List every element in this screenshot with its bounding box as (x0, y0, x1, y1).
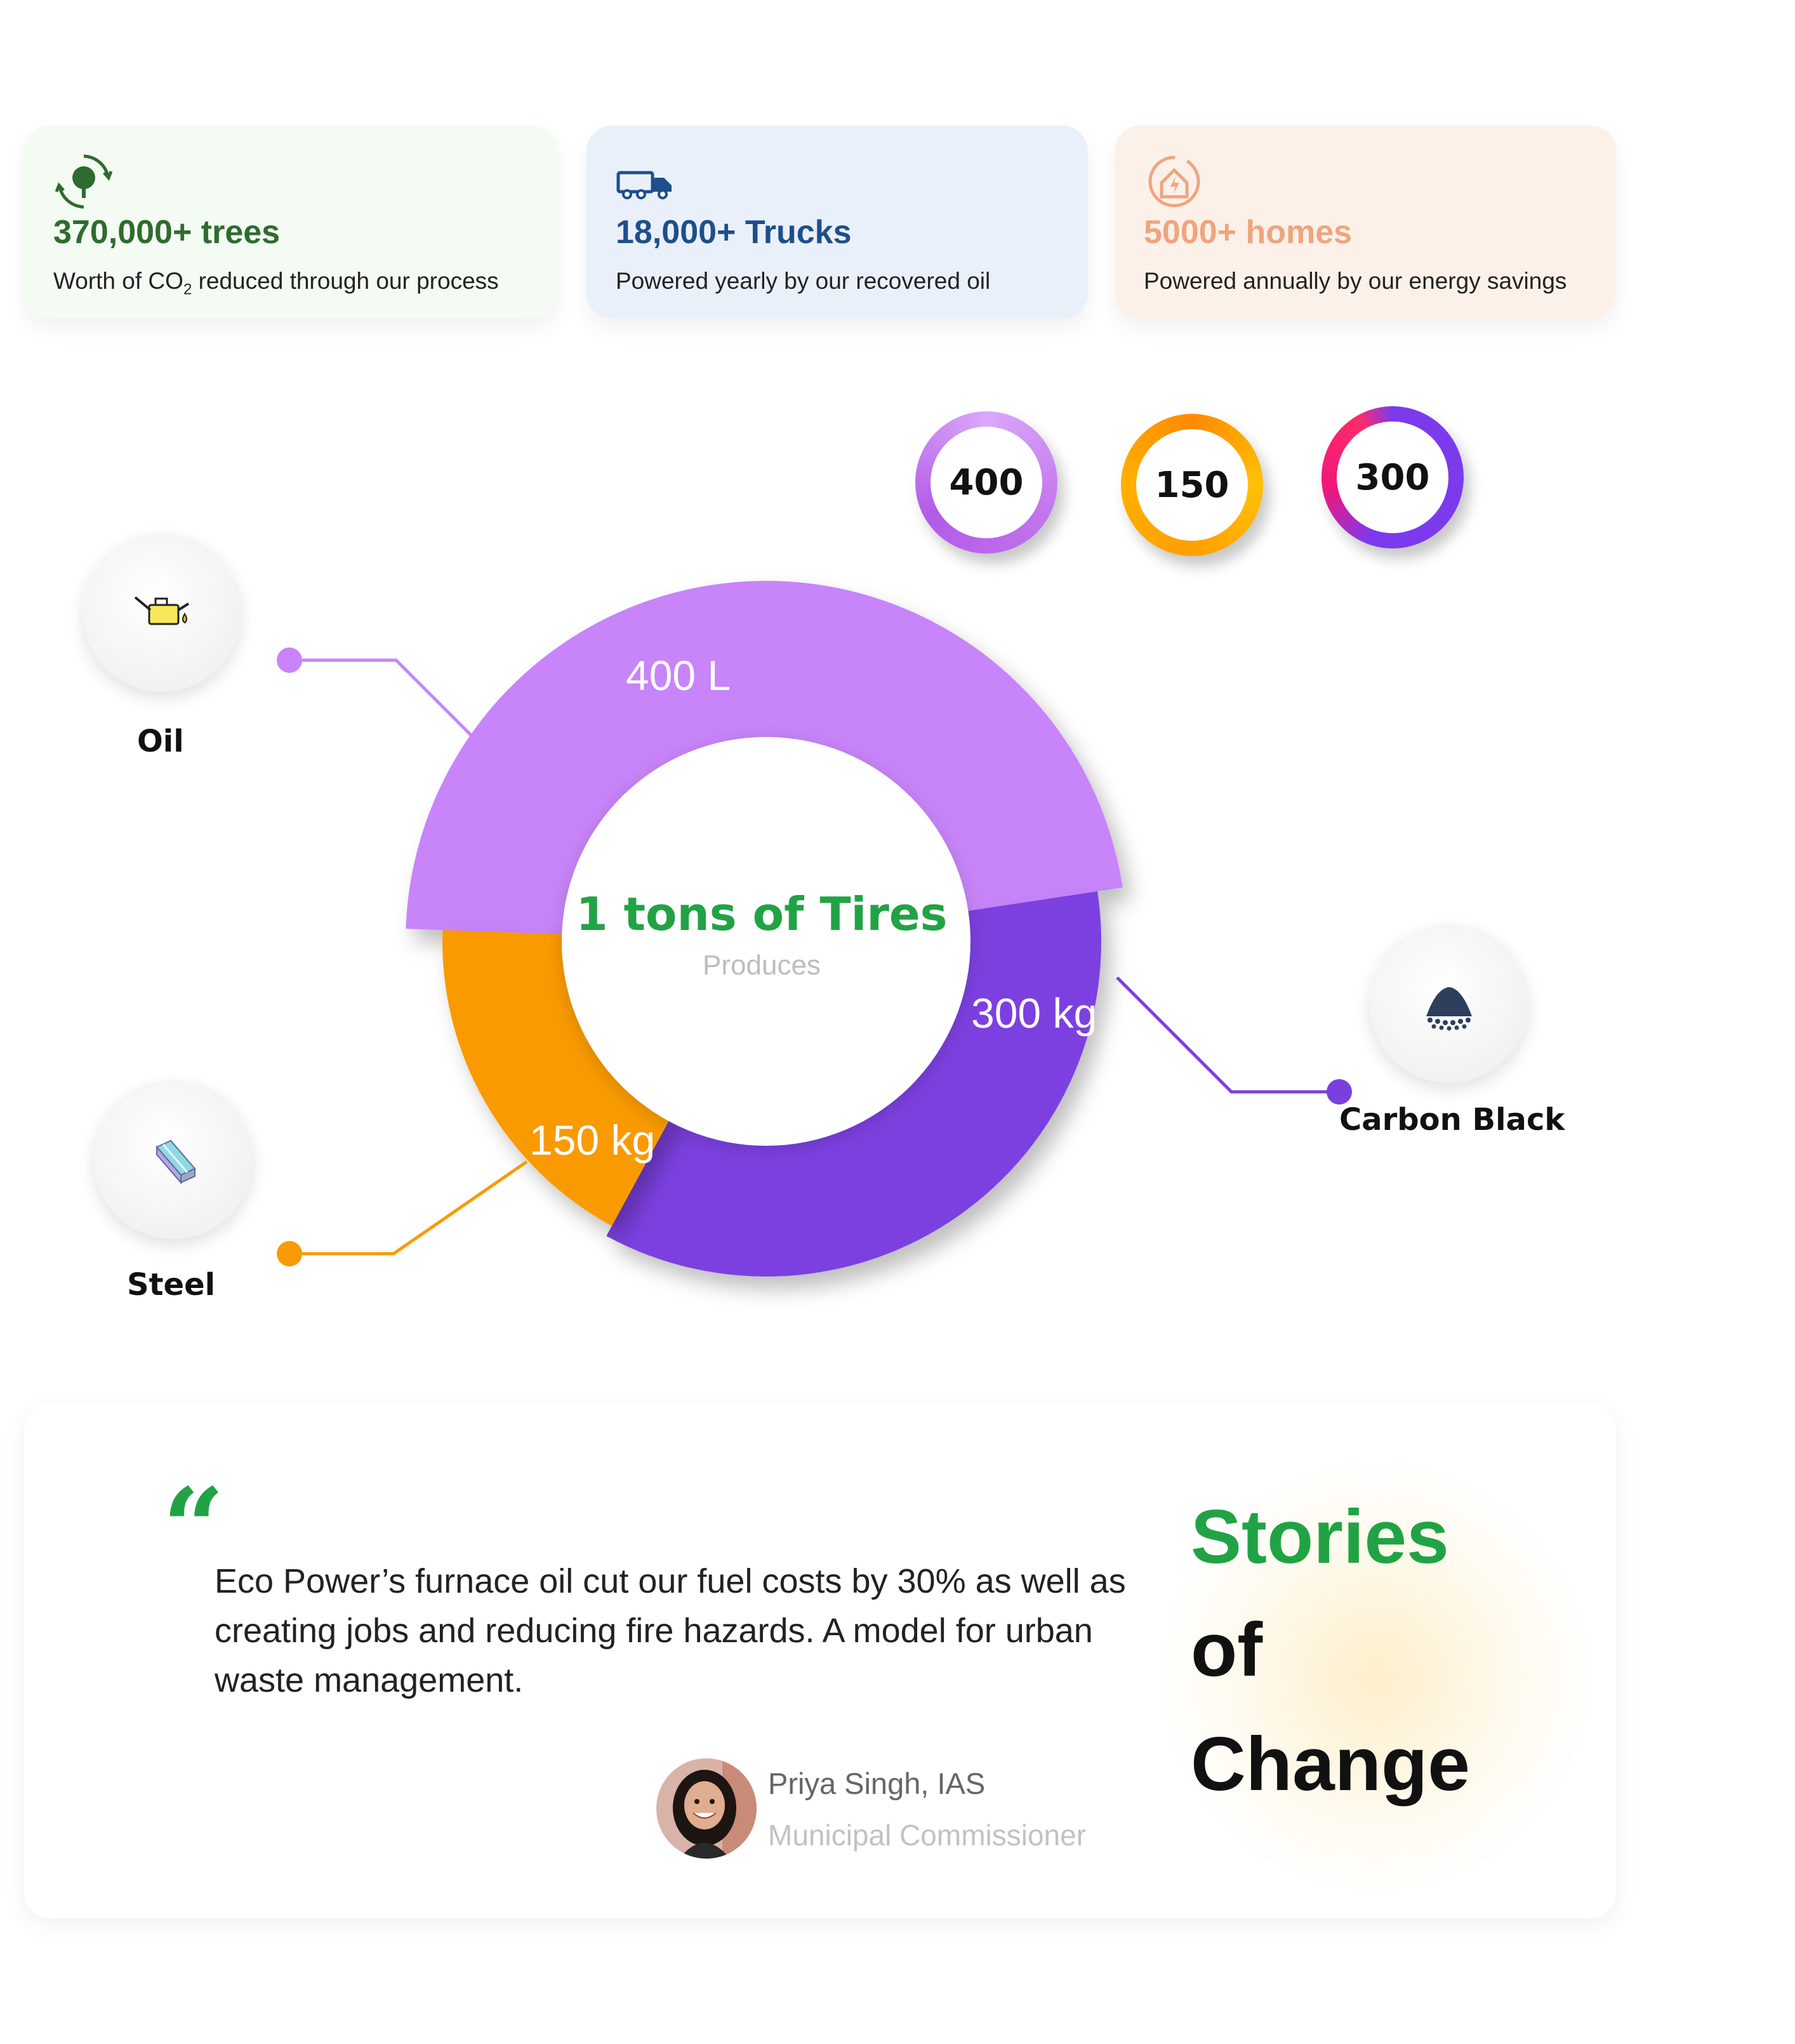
stat-title: 370,000+ trees (53, 214, 281, 251)
heading-change: Change (1191, 1722, 1471, 1807)
connector-dot-carbon-black (1327, 1079, 1352, 1105)
tree-recycle-icon (53, 151, 114, 212)
stat-description: Powered yearly by our recovered oil (616, 268, 991, 294)
badge-value: 150 (1136, 429, 1248, 541)
carbon-black-item (1370, 924, 1528, 1083)
oil-item (83, 533, 241, 692)
heading-stories: Stories (1191, 1494, 1449, 1579)
segment-label-steel: 150 kg (529, 1117, 656, 1164)
testimonial-card: “ Eco Power’s furnace oil cut our fuel c… (24, 1404, 1616, 1918)
stat-card-homes: 5000+ homes Powered annually by our ener… (1115, 126, 1616, 319)
badge-carbon-value: 300 (1321, 406, 1464, 548)
avatar (656, 1758, 757, 1859)
donut-segment-carbon-black (606, 891, 1101, 1277)
badge-steel-value: 150 (1121, 414, 1263, 556)
donut-center (562, 737, 970, 1146)
badge-oil-value: 400 (915, 411, 1057, 554)
oil-label: Oil (137, 724, 184, 759)
carbon-pile-icon (1426, 987, 1472, 1031)
segment-label-oil: 400 L (626, 652, 731, 699)
background-glow (1154, 1455, 1598, 1899)
connector-oil (289, 658, 480, 744)
stat-title: 18,000+ Trucks (616, 214, 852, 251)
carbon-black-label: Carbon Black (1339, 1102, 1565, 1138)
stat-card-trees: 370,000+ trees Worth of CO2 reduced thro… (24, 126, 557, 319)
stat-description: Worth of CO2 reduced through our process (53, 268, 499, 298)
badge-value: 300 (1337, 421, 1448, 533)
donut-segment-steel (442, 930, 672, 1226)
stat-title: 5000+ homes (1144, 214, 1353, 251)
energy-home-icon (1144, 151, 1205, 212)
steel-beam-icon (156, 1139, 196, 1185)
truck-icon (616, 151, 677, 212)
heading-of: of (1191, 1607, 1263, 1692)
testimonial-quote: Eco Power’s furnace oil cut our fuel cos… (215, 1562, 1126, 1699)
connector-dot-oil (277, 647, 302, 673)
stat-card-trucks: 18,000+ Trucks Powered yearly by our rec… (586, 126, 1088, 319)
steel-item (94, 1080, 253, 1239)
donut-center-subtitle: Produces (703, 950, 821, 981)
oil-can-icon (134, 596, 190, 625)
connector-carbon-black (1116, 976, 1339, 1094)
connector-dot-steel (277, 1241, 302, 1266)
quote-icon: “ (162, 1464, 225, 1591)
donut-chart (277, 580, 1352, 1277)
segment-label-carbon-black: 300 kg (971, 990, 1097, 1037)
donut-center-title: 1 tons of Tires (576, 887, 948, 941)
stat-description: Powered annually by our energy savings (1144, 268, 1567, 294)
badge-value: 400 (931, 427, 1042, 538)
author-role: Municipal Commissioner (768, 1819, 1087, 1852)
author-name: Priya Singh, IAS (768, 1767, 986, 1800)
steel-label: Steel (127, 1267, 216, 1303)
connector-steel (289, 1160, 528, 1256)
